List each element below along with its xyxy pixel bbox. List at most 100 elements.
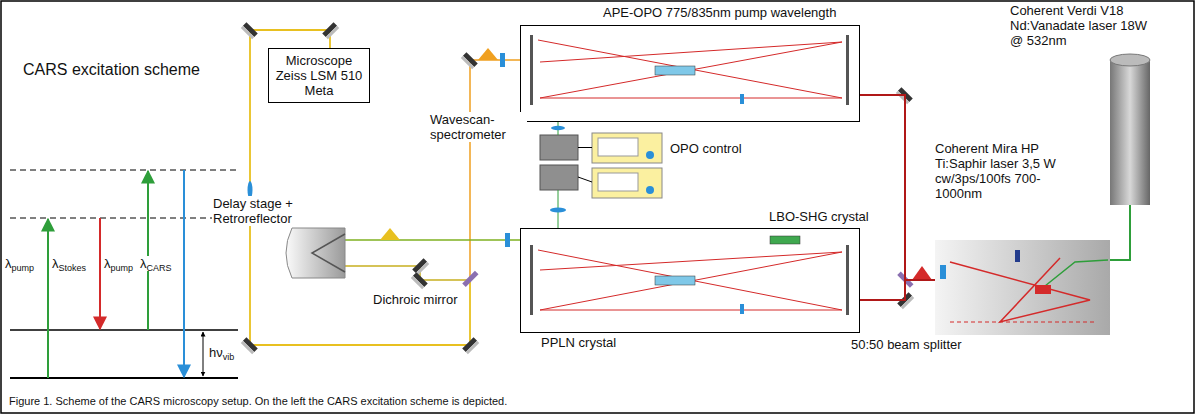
node-text: Coherent Verdi V18 Nd:Vanadate laser 18W… <box>1008 3 1150 48</box>
mirror <box>461 52 478 69</box>
retroreflector <box>286 228 345 278</box>
laser-top <box>1110 54 1150 66</box>
pulse <box>478 48 498 60</box>
dichroic-mirror <box>462 271 478 287</box>
part-label: Dichroic mirror <box>372 292 459 307</box>
beam-connector <box>860 95 935 280</box>
mirror <box>241 22 258 39</box>
node-text: OPO control <box>668 141 744 156</box>
control-box: OPO control <box>592 133 662 163</box>
cavity-mirror <box>530 35 533 105</box>
retroreflector-body <box>286 228 345 278</box>
part-label: Delay stage + Retroreflector <box>212 196 314 226</box>
vibrational-level <box>10 329 238 331</box>
spectrometer-box <box>540 165 578 190</box>
transition-label: λpump <box>4 256 35 271</box>
ppln-crystal <box>655 276 695 285</box>
mirror-mount <box>411 276 424 289</box>
pulse <box>912 266 932 280</box>
control-display <box>592 168 662 198</box>
mirror-mount <box>461 56 474 69</box>
beam-connector <box>1110 205 1130 260</box>
control-knob <box>646 186 654 194</box>
mirror-mount <box>901 296 914 309</box>
laser-box: Coherent Mira HP Ti:Saphir laser 3,5 W c… <box>935 240 1110 335</box>
combined-beam <box>250 30 470 345</box>
cavity-mirror <box>530 245 533 315</box>
pump-arrow <box>147 171 149 330</box>
mirror-mount <box>326 26 339 39</box>
mirror <box>411 272 428 289</box>
energy-gap-arrow <box>203 332 204 354</box>
ground-level <box>10 377 238 379</box>
control-knob <box>646 151 654 159</box>
cable <box>578 177 592 182</box>
lens <box>551 126 565 130</box>
cavity-beam <box>538 40 842 98</box>
retroreflector-face <box>312 234 345 272</box>
node-text: APE-OPO 775/835nm pump wavelength <box>601 5 838 20</box>
transition-label: λStokes <box>51 256 87 271</box>
mirror-mount <box>241 341 254 354</box>
laser-housing <box>935 240 1110 335</box>
stokes-arrow <box>99 218 101 329</box>
verdi-laser <box>1110 54 1150 205</box>
mirror <box>412 258 429 275</box>
tisa-crystal <box>1035 285 1051 294</box>
transition-label: λpump <box>103 256 134 271</box>
optic <box>740 94 744 104</box>
optic <box>740 304 744 314</box>
lens <box>550 208 566 213</box>
mirror-mount <box>896 91 909 104</box>
ppln-opo-cavity <box>530 236 849 315</box>
node-text: LBO-SHG crystal <box>767 209 871 224</box>
control-display <box>592 133 662 163</box>
beam-connector <box>578 147 592 148</box>
virtual-level <box>10 170 238 171</box>
beam-connector <box>860 280 935 300</box>
figure-caption: Figure 1. Scheme of the CARS microscopy … <box>8 394 508 409</box>
transition-label: hνvib <box>208 345 235 360</box>
scheme-title: CARS excitation scheme <box>22 60 201 79</box>
mira-laser <box>935 240 1110 335</box>
mirror-set <box>241 22 914 354</box>
pump-arrow <box>47 219 49 378</box>
mirror <box>241 337 258 354</box>
mirror-mount <box>241 26 254 39</box>
part-label: 50:50 beam splitter <box>850 337 963 352</box>
spectrometer-box <box>540 135 578 160</box>
display-screen <box>598 138 638 156</box>
filter-plate <box>500 53 505 67</box>
filter-plate <box>505 233 510 247</box>
node-text: Wavescan- spectrometer <box>428 112 527 142</box>
opo-box: APE-OPO 775/835nm pump wavelength <box>520 25 860 122</box>
pulse <box>380 228 400 240</box>
transition-label: λCARS <box>139 256 173 271</box>
ape-opo-cavity <box>530 35 849 105</box>
laser-head: Coherent Verdi V18 Nd:Vanadate laser 18W… <box>1110 55 1150 205</box>
opo-crystal <box>655 66 695 75</box>
spectrometer-box: Wavescan- spectrometer <box>540 135 578 160</box>
opo-box: LBO-SHG crystalPPLN crystal <box>520 228 860 333</box>
microscope-box: Microscope Zeiss LSM 510 Meta <box>268 48 370 103</box>
energy-gap-arrow <box>203 354 204 376</box>
node-text: Coherent Mira HP Ti:Saphir laser 3,5 W c… <box>933 141 1065 201</box>
mirror-mount <box>416 262 429 275</box>
optic <box>1015 250 1020 262</box>
cars-arrow <box>183 170 185 377</box>
node-text: PPLN crystal <box>539 335 618 350</box>
display-screen <box>598 173 638 191</box>
lbo-crystal <box>770 236 800 244</box>
delayed-beam <box>345 266 470 280</box>
cavity-beam <box>950 322 1095 323</box>
laser-body <box>1110 60 1150 205</box>
output-coupler <box>940 265 946 279</box>
node-text: Microscope Zeiss LSM 510 Meta <box>275 53 363 98</box>
virtual-level <box>10 218 238 219</box>
stokes-beam <box>345 239 520 241</box>
beam-paths <box>250 30 558 345</box>
mirror <box>462 337 479 354</box>
